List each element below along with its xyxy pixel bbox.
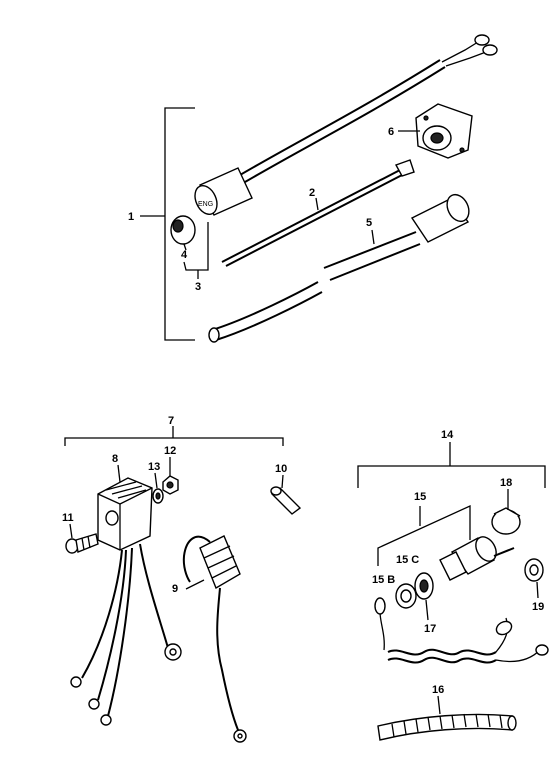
callout-13: 13 [148, 461, 160, 473]
callout-19: 19 [532, 601, 544, 613]
part-16-protector-tube [377, 713, 517, 741]
callout-15: 15 [414, 491, 426, 503]
callout-17: 17 [424, 623, 436, 635]
part-2-cable-tie [221, 159, 415, 267]
switch-leads [374, 597, 549, 664]
callout-2: 2 [309, 187, 315, 199]
part-17-ring-washer [395, 572, 434, 609]
callout-15c: 15 C [396, 554, 419, 566]
callout-5: 5 [366, 217, 372, 229]
part-8-rectifier [97, 477, 153, 551]
callout-16: 16 [432, 684, 444, 696]
rectifier-wires [70, 543, 182, 726]
callout-10: 10 [275, 463, 287, 475]
callout-7: 7 [168, 415, 174, 427]
callout-15b: 15 B [372, 574, 395, 586]
part-19-washer [524, 558, 544, 582]
part-13-washer [152, 488, 164, 504]
callout-11: 11 [62, 512, 74, 524]
group-1-bracket [140, 107, 195, 341]
part-9-fuse-holder [182, 535, 247, 743]
svg-text:ENG: ENG [198, 201, 213, 208]
part-6-socket [415, 103, 473, 159]
callout-14: 14 [441, 429, 454, 441]
part-4-grommet [170, 215, 196, 245]
callout-9: 9 [172, 583, 178, 595]
callout-8: 8 [112, 453, 118, 465]
callout-4: 4 [181, 249, 188, 261]
callout-3: 3 [195, 281, 201, 293]
group-14-bracket [357, 442, 546, 488]
group-15-lines [377, 504, 471, 566]
group-7-bracket [64, 426, 284, 446]
part-5-sleeve-cable [208, 193, 470, 343]
part-11-screw [65, 533, 99, 554]
cable-assembly-drawing: ENG [194, 34, 498, 216]
callout-1: 1 [128, 211, 134, 223]
callout-6: 6 [388, 126, 394, 138]
callout-18: 18 [500, 477, 512, 489]
part-12-nut [162, 475, 179, 495]
part-18-cap [491, 507, 521, 535]
part-10-pin [270, 486, 302, 515]
part-15-switch [439, 536, 515, 581]
callout-12: 12 [164, 445, 176, 457]
